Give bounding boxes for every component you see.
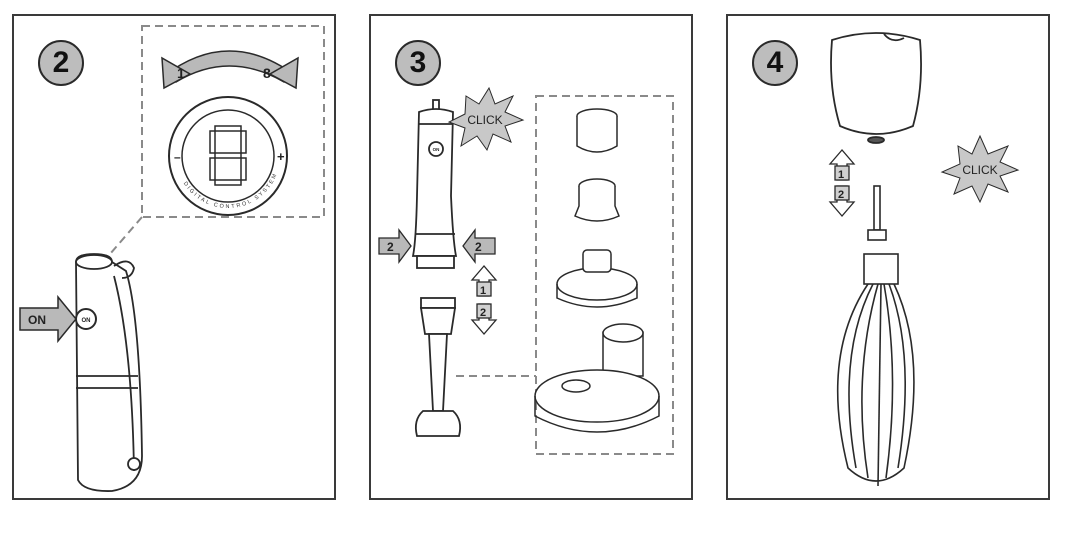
- left-arrow-label: 2: [387, 240, 394, 254]
- dial-max-label: 8: [263, 65, 271, 81]
- attach-detach-arrow-icon: [470, 265, 498, 335]
- chopper-lid-accessory: [556, 249, 638, 308]
- balloon-whisk: [836, 185, 915, 487]
- click-label: CLICK: [467, 113, 502, 127]
- step-number-badge: 3: [395, 40, 441, 86]
- on-arrow-label: ON: [28, 313, 46, 327]
- step-4-illustration: CLICK 1 2: [828, 32, 1020, 487]
- click-label: CLICK: [962, 163, 997, 177]
- click-burst-icon: [447, 86, 525, 152]
- step-number-badge: 2: [38, 40, 84, 86]
- up-label: 1: [480, 285, 486, 297]
- down-label: 2: [480, 307, 486, 319]
- step-number-badge: 4: [752, 40, 798, 86]
- zoom-box: [141, 25, 325, 218]
- right-press-arrow-icon: [462, 228, 496, 264]
- up-label: 1: [838, 169, 844, 181]
- blending-shaft: [414, 297, 462, 437]
- hand-blender-body: [75, 253, 143, 492]
- dial-min-label: 1: [177, 65, 185, 81]
- rotation-arrow-icon: [161, 50, 299, 90]
- chopper-coupler-accessory: [574, 178, 620, 222]
- step-3-illustration: ON CLICK 2 2 1 2: [378, 86, 674, 455]
- attach-detach-arrow-icon: [828, 149, 856, 217]
- chopper-blade-accessory: [576, 108, 618, 153]
- zoom-leader-line: [103, 216, 143, 262]
- power-button-text: ON: [82, 318, 91, 324]
- step-2-illustration: 1 8 – + DIGITAL CONTROL SYSTEM: [19, 25, 325, 492]
- whisk-gearbox: [830, 32, 922, 144]
- motor-unit: [411, 99, 458, 269]
- press-arrow-icon: [19, 294, 77, 344]
- chopper-bowl-accessory: [534, 323, 660, 433]
- click-burst-icon: [940, 134, 1020, 204]
- left-press-arrow-icon: [378, 228, 412, 264]
- step-2-panel: 1 8 – + DIGITAL CONTROL SYSTEM: [12, 14, 336, 500]
- accessory-box: [535, 95, 674, 455]
- power-button-text: ON: [433, 147, 440, 152]
- dial-minus-label: –: [174, 150, 181, 164]
- right-arrow-label: 2: [475, 240, 482, 254]
- step-4-panel: CLICK 1 2 4: [726, 14, 1050, 500]
- power-button-icon: [428, 141, 444, 157]
- speed-dial: [168, 96, 288, 216]
- down-label: 2: [838, 189, 844, 201]
- dial-plus-label: +: [277, 149, 285, 164]
- step-3-panel: ON CLICK 2 2 1 2: [369, 14, 693, 500]
- seven-segment-display-icon: [209, 125, 247, 186]
